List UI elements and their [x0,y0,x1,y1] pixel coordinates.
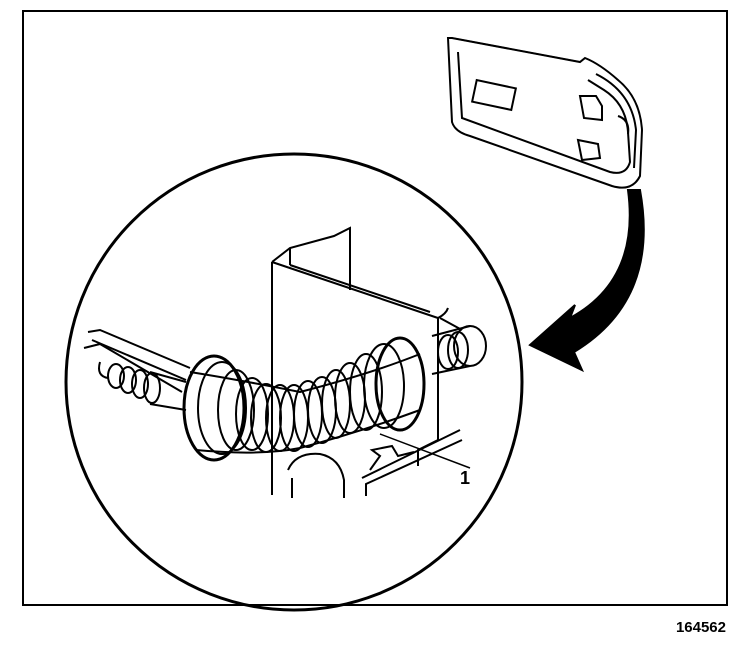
wire-harness-right [431,317,487,375]
detail-circle [64,152,524,612]
door-panel-detail [271,226,463,498]
curved-arrow-icon [528,189,645,373]
figure-number: 164562 [675,619,726,636]
wire-harness-left [83,328,191,411]
door-overview [446,37,644,189]
figure-border [22,10,728,606]
callout-label: 1 [460,468,470,488]
grommet-boot [182,336,471,469]
